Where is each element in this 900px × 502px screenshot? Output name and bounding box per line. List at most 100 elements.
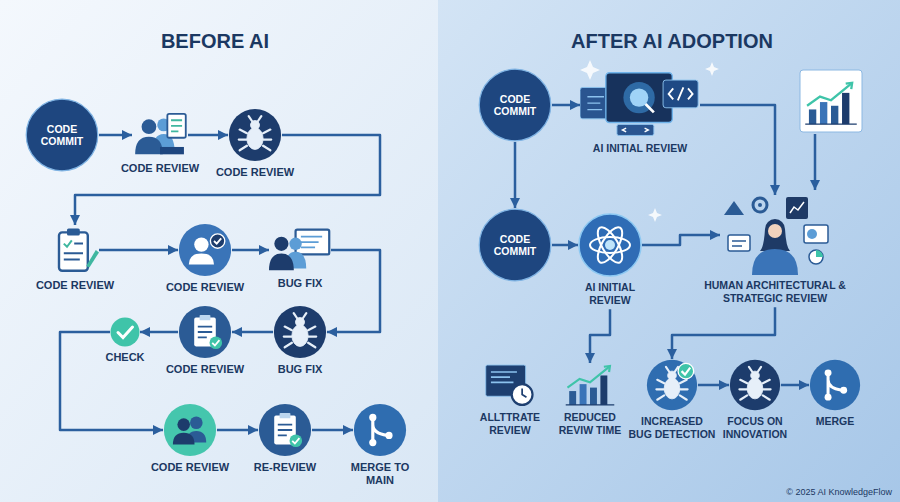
node-shape xyxy=(273,305,327,359)
node-shape xyxy=(564,363,616,407)
flow-arrow xyxy=(700,105,775,195)
node-label: CODE REVIEW xyxy=(211,166,299,179)
node-icon xyxy=(51,225,99,275)
node-icon xyxy=(269,227,331,273)
node-icon xyxy=(178,223,232,277)
node-shape xyxy=(228,108,282,162)
flow-arrow xyxy=(642,235,720,245)
review-step: CODE REVIEW xyxy=(146,403,234,474)
bug-fix-step: BUG FIX xyxy=(265,305,335,376)
merge-step: MERGE TO MAIN xyxy=(339,403,421,487)
trend-chart-card xyxy=(800,70,862,132)
node-label: RE-REVIEW xyxy=(245,461,325,474)
node-icon: CODE COMMIT xyxy=(25,98,99,172)
node-label: BUG FIX xyxy=(265,363,335,376)
copyright-note: © 2025 AI KnowledgeFlow xyxy=(786,487,892,497)
chart-arrow xyxy=(814,134,817,190)
node-label: MERGE xyxy=(807,415,863,428)
commit-circle: CODE COMMIT xyxy=(25,98,99,172)
node-label: INCREASED BUG DETECTION xyxy=(628,415,716,440)
node-label: CODE REVIEW xyxy=(31,279,119,292)
human-review-step: HUMAN ARCHITECTURAL & STRATEGIC REVIEW xyxy=(690,195,860,304)
node-icon xyxy=(178,305,232,359)
outcome-step: FOCUS ON INNOVATION xyxy=(717,359,793,440)
node-icon xyxy=(484,363,536,407)
node-shape xyxy=(178,305,232,359)
node-shape xyxy=(484,363,536,407)
ai-review-step: AI INITIAL REVIEW xyxy=(580,72,700,155)
node-label: FOCUS ON INNOVATION xyxy=(717,415,793,440)
node-label: CODE COMMIT xyxy=(25,123,99,147)
node-icon xyxy=(578,213,642,277)
commit-circle: CODE COMMIT xyxy=(478,68,552,142)
node-shape xyxy=(178,223,232,277)
node-icon xyxy=(258,403,312,457)
node-label: BUG FIX xyxy=(265,277,335,290)
node-icon: CODE COMMIT xyxy=(478,208,552,282)
flow-arrow xyxy=(327,250,380,332)
flow-arrow xyxy=(99,249,178,252)
commit-circle: CODE COMMIT xyxy=(478,208,552,282)
node-shape xyxy=(580,72,700,138)
node-label: MERGE TO MAIN xyxy=(339,461,421,487)
node-label: CODE REVIEW xyxy=(161,281,249,294)
node-icon xyxy=(110,317,140,347)
node-label: AI INITIAL REVIEW xyxy=(580,142,700,155)
bug-fix-step: BUG FIX xyxy=(265,227,335,290)
flow-arrow xyxy=(590,309,610,363)
node-icon xyxy=(809,359,861,411)
node-label: AI INITIAL REVIEW xyxy=(565,281,655,306)
node-icon xyxy=(564,363,616,407)
flow-arrow xyxy=(188,134,228,137)
node-shape xyxy=(110,317,140,347)
flow-arrow xyxy=(75,135,380,225)
review-step: CODE REVIEW xyxy=(31,225,119,292)
node-icon xyxy=(646,359,698,411)
node-shape xyxy=(809,359,861,411)
flow-arrow xyxy=(99,134,132,137)
ai-review-step: AI INITIAL REVIEW xyxy=(565,213,655,306)
node-label: REDUCED REVIW TIME xyxy=(553,411,627,436)
flow-arrow xyxy=(217,429,258,432)
flow-arrow xyxy=(698,384,729,387)
node-icon xyxy=(353,403,407,457)
flow-arrow xyxy=(781,384,809,387)
panel-title: AFTER AI ADOPTION xyxy=(571,30,773,53)
flow-arrow xyxy=(552,244,578,247)
node-shape xyxy=(132,112,188,158)
review-step: CODE REVIEW xyxy=(161,223,249,294)
node-icon xyxy=(163,403,217,457)
flow-arrow xyxy=(514,142,517,208)
panel-title: BEFORE AI xyxy=(161,30,269,53)
node-icon xyxy=(580,72,700,138)
node-shape xyxy=(720,195,830,275)
node-shape xyxy=(163,403,217,457)
review-step: CODE REVIEW xyxy=(211,108,299,179)
check-step: CHECK xyxy=(97,317,153,364)
before-panel xyxy=(0,0,438,502)
node-icon: CODE COMMIT xyxy=(478,68,552,142)
merge-step: MERGE xyxy=(807,359,863,428)
sparkles xyxy=(580,60,719,222)
review-step: CODE REVIEW xyxy=(116,112,204,175)
outcome-step: REDUCED REVIW TIME xyxy=(553,363,627,436)
node-label: CODE REVIEW xyxy=(146,461,234,474)
flow-arrow xyxy=(140,331,178,334)
node-label: CODE COMMIT xyxy=(478,93,552,117)
re-review-step: RE-REVIEW xyxy=(245,403,325,474)
node-shape xyxy=(269,227,331,273)
node-label: CODE REVIEW xyxy=(116,162,204,175)
node-label: CODE COMMIT xyxy=(478,233,552,257)
node-shape xyxy=(51,225,99,275)
node-icon xyxy=(132,112,188,158)
flow-arrow xyxy=(60,332,163,430)
node-shape xyxy=(353,403,407,457)
node-icon xyxy=(729,359,781,411)
flow-arrow xyxy=(672,307,775,359)
flow-arrow xyxy=(552,104,580,107)
node-icon xyxy=(228,108,282,162)
node-label: HUMAN ARCHITECTURAL & STRATEGIC REVIEW xyxy=(690,279,860,304)
node-label: ALLTTRATE REVIEW xyxy=(474,411,546,436)
node-shape xyxy=(258,403,312,457)
review-step: CODE REVIEW xyxy=(161,305,249,376)
